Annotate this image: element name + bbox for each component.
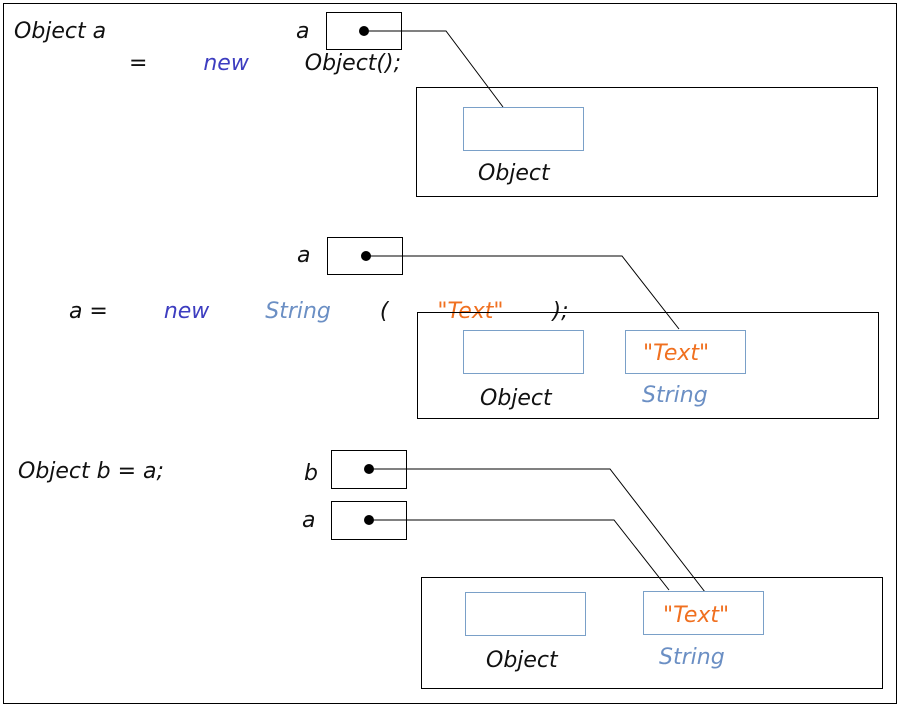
step3-var-b-label: b — [304, 461, 318, 486]
step2-object-box — [463, 330, 584, 374]
step3-object-box — [465, 592, 586, 636]
step2-var-a-label: a — [297, 243, 310, 268]
step3-string-value: "Text" — [663, 603, 729, 628]
step1-object-label: Object — [478, 161, 551, 186]
step2-code-string: "Text" — [437, 299, 503, 324]
step1-heap-frame — [416, 87, 878, 197]
step2-var-a-reference-line — [366, 255, 680, 330]
step2-string-box — [625, 330, 746, 374]
step2-code-paren-open: ( — [380, 299, 390, 324]
step2-code-keyword: new — [164, 299, 210, 324]
step1-code-assign: = — [129, 51, 154, 76]
outer-frame — [3, 3, 897, 704]
step1-var-a-reference-line — [364, 30, 504, 108]
step1-section: Object a = new Object(); a Object — [14, 12, 878, 197]
step2-string-label: String — [642, 383, 708, 408]
step3-section: Object b = a; b a Object "Text" String — [18, 450, 883, 689]
step3-object-label: Object — [486, 648, 559, 673]
step3-var-b-reference-line — [369, 468, 706, 593]
step2-object-label: Object — [480, 386, 553, 411]
step1-code-line2: = new Object(); — [80, 51, 436, 76]
step1-code-line1: Object a — [14, 19, 106, 44]
step2-string-value: "Text" — [643, 341, 709, 366]
step3-heap-frame — [421, 577, 883, 689]
step2-code-paren-close: ); — [551, 299, 569, 324]
step3-var-a-label: a — [302, 508, 315, 533]
step1-code-rest: Object(); — [298, 51, 401, 76]
step2-code-type: String — [258, 299, 331, 324]
step2-heap-frame — [417, 312, 879, 419]
step2-code: a = new String ( "Text" ); — [20, 299, 603, 324]
step1-var-a-label: a — [296, 19, 309, 44]
step3-string-box — [643, 591, 764, 635]
step3-var-a-reference-line — [369, 519, 670, 591]
step1-object-box — [463, 107, 584, 151]
step2-code-var: a = — [69, 299, 115, 324]
step2-section: a a = new String ( "Text" ); Object "Tex… — [20, 237, 879, 419]
step3-code: Object b = a; — [18, 459, 164, 484]
step1-code-keyword: new — [203, 51, 249, 76]
step3-string-label: String — [659, 645, 725, 670]
